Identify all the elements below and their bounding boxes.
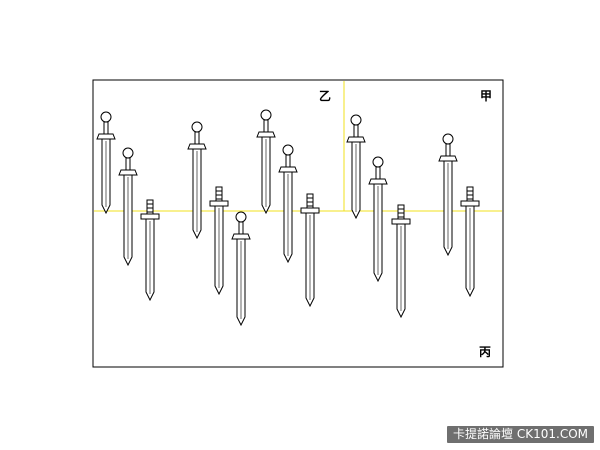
sword [96, 111, 116, 215]
sword [187, 121, 207, 240]
sword [460, 186, 480, 298]
watermark: 卡提諾論壇 CK101.COM [447, 426, 594, 443]
figure-frame [92, 79, 504, 368]
sword [118, 147, 138, 267]
swords-group [96, 109, 480, 327]
sword [300, 193, 320, 308]
sword [346, 114, 366, 220]
region-label-jia: 甲 [480, 89, 493, 103]
region-label-yi: 乙 [319, 89, 332, 103]
sword [140, 199, 160, 302]
sword [209, 186, 229, 296]
sword [368, 156, 388, 283]
region-label-bing: 丙 [479, 345, 492, 359]
sword [278, 144, 298, 264]
sword [231, 211, 251, 327]
sword [438, 133, 458, 257]
sword [256, 109, 276, 215]
sword [391, 204, 411, 319]
